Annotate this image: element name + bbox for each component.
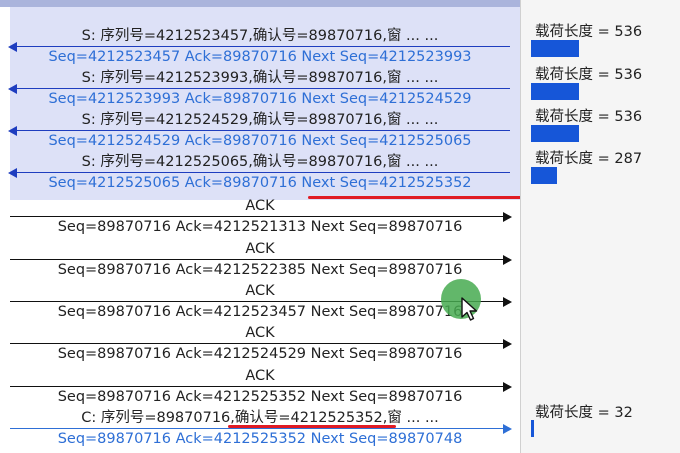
flow-row-1[interactable]: S: 序列号=4212523457,确认号=89870716,窗 ... ...… — [8, 28, 510, 78]
payload-bar — [531, 420, 534, 437]
right-arrow — [10, 297, 512, 307]
flow-row-9[interactable]: ACK Seq=89870716 Ack=4212525352 Next Seq… — [10, 368, 512, 418]
left-arrow — [8, 42, 510, 52]
flow-row-10[interactable]: C: 序列号=89870716,确认号=4212525352,窗 ... ...… — [10, 410, 512, 453]
right-arrow — [10, 382, 512, 392]
flow-row-summary: ACK — [245, 368, 275, 384]
flow-row-seq: Seq=89870716 Ack=4212525352 Next Seq=898… — [57, 389, 463, 405]
payload-bar — [531, 83, 579, 100]
flow-row-summary: ACK — [245, 283, 275, 299]
top-bar — [0, 0, 520, 7]
flow-row-seq: Seq=89870716 Ack=4212524529 Next Seq=898… — [57, 346, 463, 362]
flow-row-6[interactable]: ACK Seq=89870716 Ack=4212522385 Next Seq… — [10, 241, 512, 291]
payload-label: 载荷长度 = 287 — [535, 151, 643, 167]
payload-label: 载荷长度 = 32 — [535, 405, 633, 421]
left-arrow — [8, 168, 510, 178]
payload-label: 载荷长度 = 536 — [535, 67, 643, 83]
flow-row-summary: S: 序列号=4212525065,确认号=89870716,窗 ... ... — [81, 154, 439, 170]
arrowhead-icon — [8, 168, 17, 178]
flow-row-7[interactable]: ACK Seq=89870716 Ack=4212523457 Next Seq… — [10, 283, 512, 333]
flow-row-seq: Seq=4212525065 Ack=89870716 Next Seq=421… — [48, 175, 472, 191]
mouse-cursor-icon — [461, 297, 478, 321]
payload-label: 载荷长度 = 536 — [535, 24, 643, 40]
annotation-underline — [228, 425, 396, 428]
flow-row-2[interactable]: S: 序列号=4212523993,确认号=89870716,窗 ... ...… — [8, 70, 510, 120]
annotation-underline — [308, 196, 520, 199]
left-arrow — [8, 126, 510, 136]
flow-row-5[interactable]: ACK Seq=89870716 Ack=4212521313 Next Seq… — [10, 198, 512, 248]
arrowhead-icon — [503, 382, 512, 392]
right-arrow — [10, 255, 512, 265]
flow-row-summary: ACK — [245, 241, 275, 257]
flow-row-summary: S: 序列号=4212523993,确认号=89870716,窗 ... ... — [81, 70, 439, 86]
arrowhead-icon — [8, 42, 17, 52]
flow-row-summary: ACK — [245, 198, 275, 214]
right-arrow — [10, 424, 512, 434]
left-arrow — [8, 84, 510, 94]
right-arrow — [10, 212, 512, 222]
arrowhead-icon — [503, 297, 512, 307]
selected-region — [10, 7, 520, 200]
flow-row-3[interactable]: S: 序列号=4212524529,确认号=89870716,窗 ... ...… — [8, 112, 510, 162]
arrowhead-icon — [503, 339, 512, 349]
flow-row-seq: Seq=89870716 Ack=4212521313 Next Seq=898… — [57, 219, 463, 235]
flow-row-seq: Seq=4212524529 Ack=89870716 Next Seq=421… — [48, 133, 472, 149]
arrowhead-icon — [503, 212, 512, 222]
arrowhead-icon — [8, 126, 17, 136]
flow-row-seq: Seq=89870716 Ack=4212523457 Next Seq=898… — [57, 304, 463, 320]
flow-row-4[interactable]: S: 序列号=4212525065,确认号=89870716,窗 ... ...… — [8, 154, 510, 204]
payload-panel: 载荷长度 = 536 载荷长度 = 536 载荷长度 = 536 载荷长度 = … — [520, 0, 680, 453]
flow-row-seq: Seq=89870716 Ack=4212525352 Next Seq=898… — [57, 431, 463, 447]
flow-row-summary: S: 序列号=4212524529,确认号=89870716,窗 ... ... — [81, 112, 439, 128]
payload-label: 载荷长度 = 536 — [535, 109, 643, 125]
cursor-highlight — [441, 279, 481, 319]
flow-row-seq: Seq=89870716 Ack=4212522385 Next Seq=898… — [57, 262, 463, 278]
flow-row-summary: ACK — [245, 325, 275, 341]
payload-bar — [531, 125, 579, 142]
flow-graph: S: 序列号=4212523457,确认号=89870716,窗 ... ...… — [0, 0, 520, 453]
payload-bar — [531, 40, 579, 57]
arrowhead-icon — [8, 84, 17, 94]
arrowhead-icon — [503, 424, 512, 434]
flow-row-summary: S: 序列号=4212523457,确认号=89870716,窗 ... ... — [81, 28, 439, 44]
flow-row-seq: Seq=4212523993 Ack=89870716 Next Seq=421… — [48, 91, 472, 107]
right-arrow — [10, 339, 512, 349]
flow-row-summary: C: 序列号=89870716,确认号=4212525352,窗 ... ... — [81, 410, 439, 426]
flow-row-8[interactable]: ACK Seq=89870716 Ack=4212524529 Next Seq… — [10, 325, 512, 375]
arrowhead-icon — [503, 255, 512, 265]
payload-bar — [531, 167, 557, 184]
flow-row-seq: Seq=4212523457 Ack=89870716 Next Seq=421… — [48, 49, 472, 65]
